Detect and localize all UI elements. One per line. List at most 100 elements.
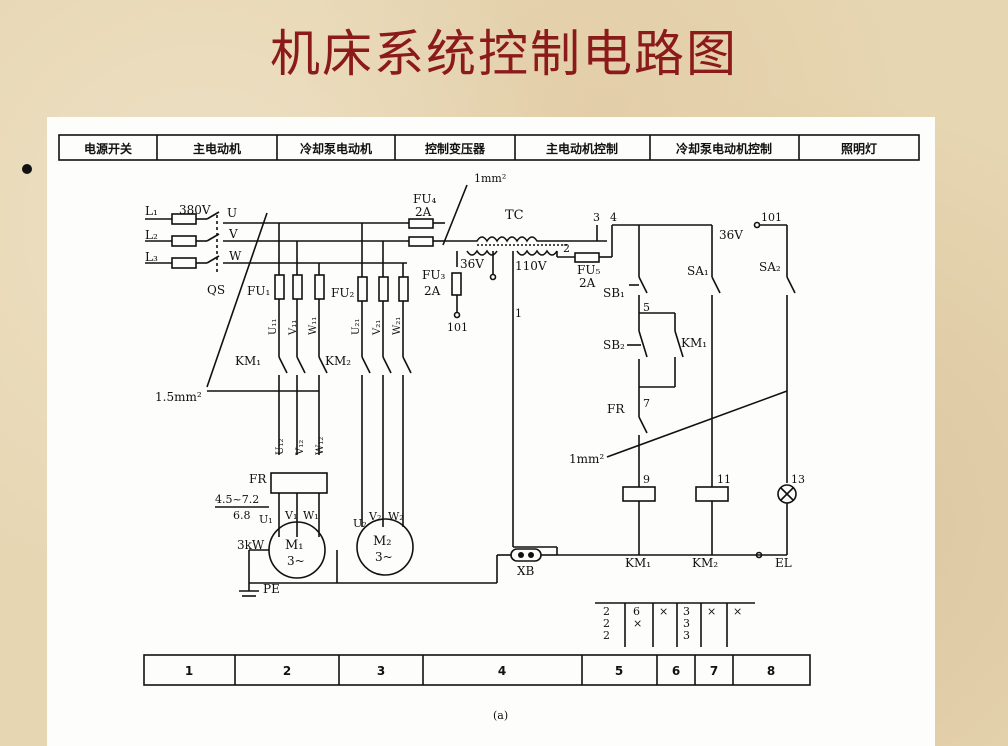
label-36v: 36V xyxy=(460,257,484,271)
label-FU5: FU₅ xyxy=(577,263,600,277)
control-circuit: SB₁ 5 SB₂ KM₁ FR 7 1mm² 9 KM₁ SA₁ 11 KM₂… xyxy=(557,211,805,570)
label-FU5-rating: 2A xyxy=(579,276,596,290)
header-bar: 电源开关 主电动机 冷却泵电动机 控制变压器 主电动机控制 冷却泵电动机控制 照… xyxy=(58,134,920,161)
label-U21: U₂₁ xyxy=(351,319,362,335)
label-380v: 380V xyxy=(179,203,211,217)
label-V12: V₁₂ xyxy=(295,440,306,456)
label-1mm-ctrl: 1mm² xyxy=(569,452,604,466)
footer-cell: 7 xyxy=(710,664,718,678)
label-node-4: 4 xyxy=(610,211,617,224)
label-QS: QS xyxy=(207,283,225,297)
supply-lines: L₁ L₂ L₃ 380V QS U V W FU₄ 2A 1mm² xyxy=(145,172,506,388)
circuit-svg: 电源开关 主电动机 冷却泵电动机 控制变压器 主电动机控制 冷却泵电动机控制 照… xyxy=(58,134,920,722)
label-110v: 110V xyxy=(515,259,547,273)
motor-branch-2: FU₂ U₂₁ V₂₁ W₂₁ KM₂ U₂ V₂ W₂ M₂ 3~ XB xyxy=(249,223,558,584)
footer-cell: 3 xyxy=(377,664,385,678)
label-FU2: FU₂ xyxy=(331,286,354,300)
label-V1: V₁ xyxy=(284,509,297,522)
label-node-9: 9 xyxy=(643,473,650,486)
label-node-13: 13 xyxy=(791,473,805,486)
label-FU3: FU₃ xyxy=(422,268,445,282)
label-V: V xyxy=(228,227,238,241)
coil-KM2 xyxy=(695,486,729,502)
header-cell: 电源开关 xyxy=(84,141,132,156)
label-node-5: 5 xyxy=(643,301,650,314)
label-W21: W₂₁ xyxy=(392,317,403,335)
label-FU4-rating: 2A xyxy=(415,205,432,219)
label-M1: M₁ xyxy=(285,538,304,553)
header-cell: 主电动机 xyxy=(193,141,241,156)
bullet-point xyxy=(22,164,32,174)
header-cell: 照明灯 xyxy=(841,141,877,156)
contact-cell: 3 xyxy=(683,605,690,618)
header-cell: 冷却泵电动机 xyxy=(300,141,372,156)
label-KM2-main: KM₂ xyxy=(325,354,351,368)
label-U11: U₁₁ xyxy=(268,319,279,335)
contact-cell: × xyxy=(633,617,642,630)
label-KM1-main: KM₁ xyxy=(235,354,261,368)
label-KM1-coil: KM₁ xyxy=(625,556,651,570)
label-U1: U₁ xyxy=(259,513,273,526)
label-node-1: 1 xyxy=(515,307,522,320)
contact-cell: 2 xyxy=(603,605,610,618)
label-FR-value: 6.8 xyxy=(233,509,251,522)
footer-cell: 5 xyxy=(615,664,623,678)
label-node-2: 2 xyxy=(563,242,570,255)
label-SB1: SB₁ xyxy=(603,286,625,300)
label-W1: W₁ xyxy=(303,509,319,522)
footer-bar: 1 2 3 4 5 6 7 8 xyxy=(143,654,811,686)
header-cell: 控制变压器 xyxy=(425,141,486,156)
contact-cell: 3 xyxy=(683,629,690,642)
label-KM2-coil: KM₂ xyxy=(692,556,718,570)
label-M1-phase: 3~ xyxy=(287,554,305,568)
label-FR-range: 4.5~7.2 xyxy=(215,493,259,506)
label-FR: FR xyxy=(249,472,267,486)
label-W: W xyxy=(229,249,242,263)
label-V21: V₂₁ xyxy=(372,320,383,336)
contact-cell: 3 xyxy=(683,617,690,630)
header-cell: 冷却泵电动机控制 xyxy=(676,141,772,156)
contact-table: 2 2 2 6 × × 3 3 3 × × xyxy=(595,602,755,647)
slide-title: 机床系统控制电路图 xyxy=(270,25,738,83)
label-36v-lamp: 36V xyxy=(719,228,743,242)
label-W11: W₁₁ xyxy=(308,317,319,335)
label-M2: M₂ xyxy=(373,534,392,549)
label-U12: U₁₂ xyxy=(275,439,286,455)
label-U2: U₂ xyxy=(353,517,367,530)
label-FU4: FU₄ xyxy=(413,192,436,206)
contact-cell: 2 xyxy=(603,617,610,630)
footer-cell: 6 xyxy=(672,664,680,678)
label-PE: PE xyxy=(263,582,280,596)
label-V11: V₁₁ xyxy=(288,320,299,336)
motor-branch-1: FU₁ U₁₁ V₁₁ W₁₁ KM₁ 1.5mm² U₁₂ V₁₂ W₁₂ F… xyxy=(155,223,328,597)
contact-cell: × xyxy=(707,605,716,618)
figure-caption: (a) xyxy=(493,709,508,722)
label-L3: L₃ xyxy=(145,250,158,264)
contact-cell: × xyxy=(733,605,742,618)
label-SA1: SA₁ xyxy=(687,264,709,278)
label-3kw: 3kW xyxy=(237,538,265,552)
label-U: U xyxy=(227,206,237,220)
footer-cell: 8 xyxy=(767,664,775,678)
label-L2: L₂ xyxy=(145,228,158,242)
label-node-11: 11 xyxy=(717,473,731,486)
label-L1: L₁ xyxy=(145,204,158,218)
label-EL: EL xyxy=(775,556,792,570)
terminal-XB xyxy=(510,548,542,562)
contact-cell: 6 xyxy=(633,605,640,618)
label-node-3: 3 xyxy=(593,211,600,224)
label-SB2: SB₂ xyxy=(603,338,625,352)
label-1.5mm: 1.5mm² xyxy=(155,390,202,404)
label-101-a: 101 xyxy=(447,321,468,334)
label-KM1-hold: KM₁ xyxy=(681,336,707,350)
label-1mm-top: 1mm² xyxy=(474,172,506,185)
footer-cell: 1 xyxy=(185,664,193,678)
footer-cell: 4 xyxy=(498,664,506,678)
label-W12: W₁₂ xyxy=(315,437,326,455)
label-101-b: 101 xyxy=(761,211,782,224)
contact-cell: × xyxy=(659,605,668,618)
label-TC: TC xyxy=(505,208,524,223)
motor-M2 xyxy=(356,518,414,576)
circuit-diagram: 电源开关 主电动机 冷却泵电动机 控制变压器 主电动机控制 冷却泵电动机控制 照… xyxy=(47,117,935,746)
header-cell: 主电动机控制 xyxy=(546,141,618,156)
